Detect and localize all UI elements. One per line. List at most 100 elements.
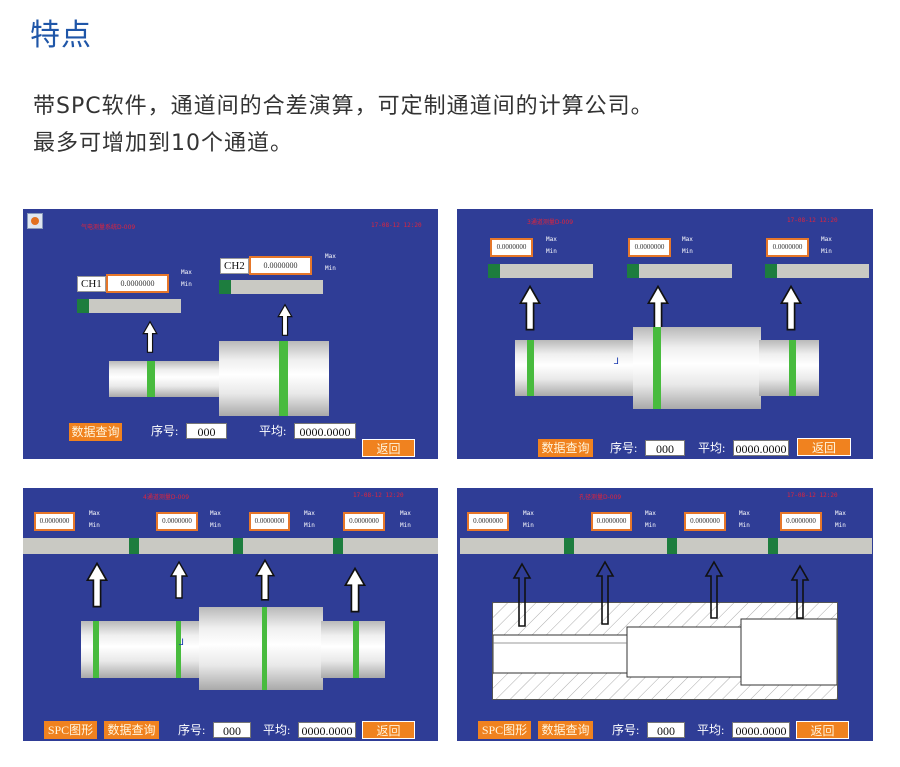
seq-field: 000 (186, 423, 227, 439)
spc-chart-button[interactable]: SPC图形 (44, 721, 97, 739)
ch1-value: 0.0000000 (106, 274, 169, 293)
ch3-level-bar (765, 264, 869, 278)
back-button[interactable]: 返回 (362, 439, 415, 457)
axis-marker-icon: ⅃ (179, 638, 185, 648)
back-button[interactable]: 返回 (796, 721, 849, 739)
ch4-level-bar (343, 538, 438, 554)
data-query-button[interactable]: 数据查询 (69, 423, 122, 441)
ch3-level-bar (243, 538, 333, 554)
avg-field: 0000.0000 (732, 722, 790, 738)
ch2-level-bar (574, 538, 667, 554)
back-button[interactable]: 返回 (362, 721, 415, 739)
ch3-level-bar (677, 538, 768, 554)
probe-arrow-icon (704, 560, 724, 619)
ch1-value: 0.0000000 (34, 512, 75, 531)
shaft-large-section (219, 341, 329, 416)
measure-band (93, 621, 99, 678)
level-marker (768, 538, 778, 554)
probe-arrow-icon (779, 282, 803, 334)
avg-field: 0000.0000 (733, 440, 789, 456)
description-line-2: 最多可增加到10个通道。 (33, 131, 293, 156)
data-query-button[interactable]: 数据查询 (104, 721, 159, 739)
seq-field: 000 (213, 722, 251, 738)
spc-chart-button[interactable]: SPC图形 (478, 721, 531, 739)
measure-band (147, 361, 155, 397)
avg-label: 平均: (697, 723, 725, 737)
measure-band (176, 621, 181, 678)
measure-band (262, 607, 267, 690)
avg-label: 平均: (263, 723, 291, 737)
ch2-level-bar (627, 264, 732, 278)
probe-arrow-icon (254, 554, 276, 606)
seq-label: 序号: (178, 723, 206, 737)
probe-arrow-icon (140, 320, 160, 354)
probe-arrow-icon (518, 282, 542, 334)
screen-title: 3通道测量D-009 (527, 219, 574, 226)
shaft-left-section (515, 340, 635, 396)
seq-label: 序号: (610, 441, 638, 455)
screen-datetime: 17-08-12 12:20 (371, 222, 422, 229)
seq-field: 000 (645, 440, 685, 456)
avg-field: 0000.0000 (294, 423, 356, 439)
ch1-value: 0.0000000 (467, 512, 509, 531)
ch1-level-bar (77, 299, 181, 313)
seq-label: 序号: (151, 424, 179, 438)
shaft-center-section (199, 607, 323, 690)
probe-arrow-icon (790, 564, 810, 619)
axis-marker-icon: ⅃ (614, 357, 620, 367)
probe-arrow-icon (512, 562, 532, 627)
bore-section-drawing (492, 602, 838, 700)
level-marker (333, 538, 343, 554)
ch4-level-bar (778, 538, 872, 554)
probe-arrow-icon (275, 303, 295, 337)
level-marker (667, 538, 677, 554)
screen-datetime: 17-08-12 12:20 (787, 217, 838, 224)
ch1-label: CH1 (77, 276, 106, 292)
probe-arrow-icon (169, 558, 189, 602)
data-query-button[interactable]: 数据查询 (538, 439, 593, 457)
screen-datetime: 17-08-12 12:20 (353, 492, 404, 499)
avg-field: 0000.0000 (298, 722, 356, 738)
ch1-level-bar (460, 538, 564, 554)
ch2-value: 0.0000000 (249, 256, 312, 275)
back-button[interactable]: 返回 (797, 438, 851, 456)
ch2-value: 0.0000000 (156, 512, 198, 531)
avg-label: 平均: (259, 424, 287, 438)
seq-label: 序号: (612, 723, 640, 737)
measure-band (279, 341, 288, 416)
probe-arrow-icon (595, 560, 615, 625)
shaft-left-section (81, 621, 201, 678)
shaft-small-section (109, 361, 221, 397)
ch1-value: 0.0000000 (490, 238, 533, 257)
screen-title: 孔径测量D-009 (579, 494, 622, 501)
data-query-button[interactable]: 数据查询 (538, 721, 593, 739)
ch2-value: 0.0000000 (628, 238, 671, 257)
ch2-level-bar (139, 538, 233, 554)
screen-title: 4通道测量D-009 (143, 494, 190, 501)
measure-band (789, 340, 796, 396)
measure-band (653, 327, 661, 409)
seq-field: 000 (647, 722, 685, 738)
screen-title: 气电测量系统D-009 (81, 224, 136, 231)
description-line-1: 带SPC软件，通道间的合差演算，可定制通道间的计算公司。 (33, 94, 654, 119)
ch2-value: 0.0000000 (591, 512, 632, 531)
level-marker (564, 538, 574, 554)
level-marker (233, 538, 243, 554)
hatched-section-icon (493, 603, 837, 699)
probe-arrow-icon (85, 558, 109, 612)
section-title: 特点 (30, 18, 92, 53)
level-marker (129, 538, 139, 554)
ch1-level-bar (488, 264, 593, 278)
